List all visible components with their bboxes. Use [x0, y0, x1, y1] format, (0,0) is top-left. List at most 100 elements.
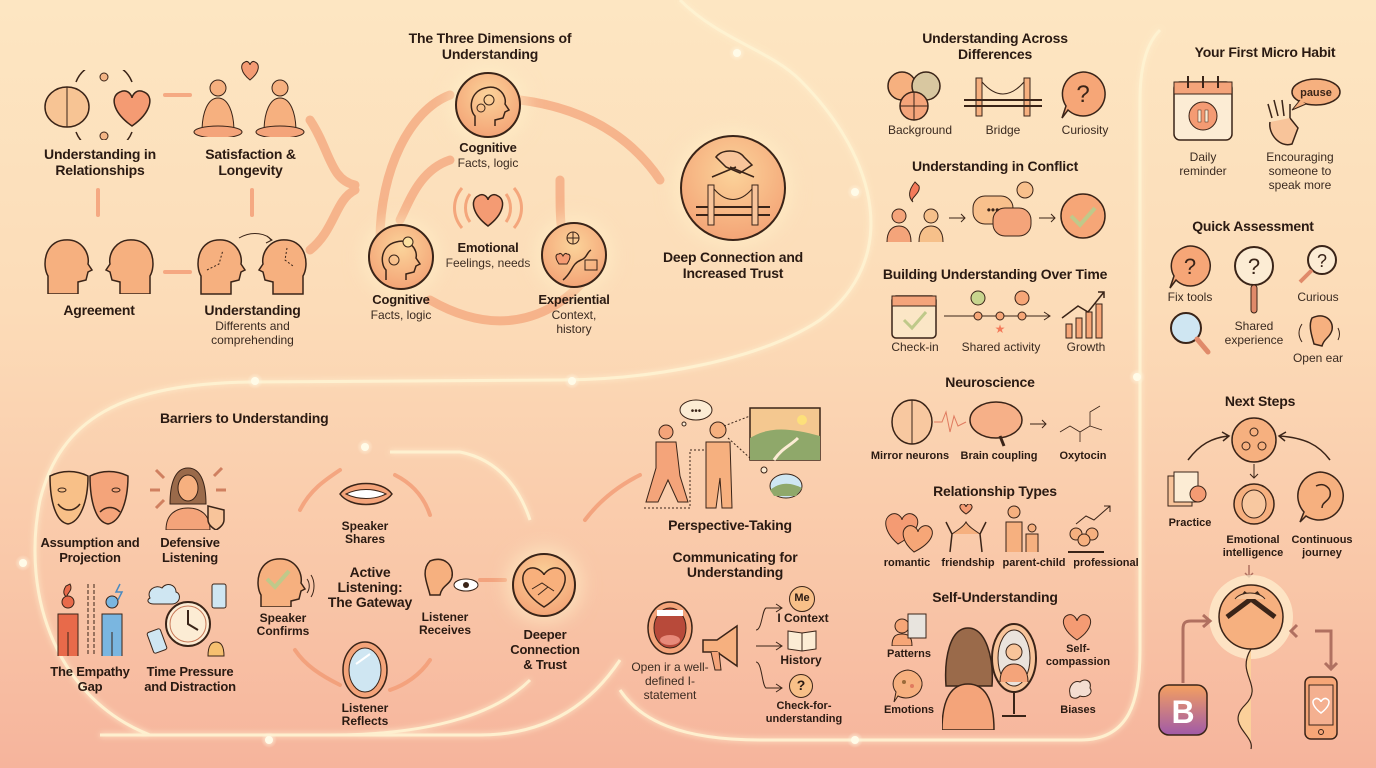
communicating-title: Communicating for Understanding — [672, 549, 798, 580]
relationship-type-item: friendship — [941, 557, 995, 569]
two-heads-agreement-icon — [44, 239, 154, 294]
neuroscience-title: Neuroscience — [945, 374, 1035, 390]
over-time-item: Check-in — [891, 340, 939, 354]
path-node — [1129, 369, 1145, 385]
cognitive-left-sub: Facts, logic — [370, 308, 432, 322]
understanding-in-relationships-label: Understanding in Relationships — [44, 146, 156, 178]
cognitive-left-icon — [368, 224, 434, 290]
emotional-sub: Feelings, needs — [445, 256, 531, 270]
across-differences-item: Curiosity — [1061, 123, 1109, 137]
quick-assessment-title: Quick Assessment — [1192, 218, 1314, 234]
cognitive-top-label: Cognitive — [459, 140, 517, 155]
conflict-title: Understanding in Conflict — [911, 158, 1079, 174]
mirror-icon — [342, 641, 388, 699]
pause-bubble-text: pause — [1300, 87, 1332, 99]
relationship-type-item: professional — [1073, 557, 1139, 569]
svg-text:?: ? — [1184, 254, 1196, 279]
listening-step: Speaker Shares — [341, 519, 389, 546]
open-mouth-icon — [647, 601, 693, 655]
ear-eye-icon — [424, 558, 479, 596]
over-time-item: Shared activity — [961, 340, 1041, 354]
across-differences-title: Understanding Across Differences — [922, 30, 1068, 62]
listening-cycle-bottom — [388, 658, 432, 692]
deep-connection-icon — [680, 135, 786, 241]
emotional-heart-icon — [453, 187, 523, 229]
speaker-confirms-icon — [257, 558, 315, 607]
next-steps-cycle-icon — [1167, 417, 1344, 525]
curiosity-question-icon: ? — [1061, 71, 1106, 119]
understanding-sub-label: Differents and comprehending — [211, 319, 294, 347]
woman-mirror-icon — [942, 623, 1037, 730]
across-differences-item: Bridge — [985, 123, 1021, 137]
conflict-resolution-sequence-icon: ••• — [886, 181, 1106, 243]
branch-arrows — [755, 603, 783, 693]
listening-cycle-left — [293, 648, 342, 687]
hand-pause-bubble-icon: pause — [1267, 78, 1341, 146]
listening-cycle-top — [298, 468, 342, 512]
next-step-item: Continuous journey — [1291, 534, 1353, 559]
neuroscience-icons — [891, 399, 1103, 447]
path-node — [247, 373, 263, 389]
brain-heart-icon — [44, 70, 151, 140]
deeper-connection-label: Deeper Connection & Trust — [510, 627, 580, 672]
two-heads-understanding-icon — [197, 233, 307, 295]
cognitive-left-label: Cognitive — [372, 292, 430, 307]
perspective-taking-label: Perspective-Taking — [668, 517, 792, 533]
dimension-arrow-5 — [515, 95, 665, 185]
path-node — [564, 373, 580, 389]
magnifier-question-icon: ? — [1234, 246, 1274, 314]
me-badge: Me — [789, 586, 815, 612]
next-steps-title: Next Steps — [1224, 393, 1296, 409]
question-icon: ? — [789, 674, 813, 698]
communication-branch: History — [780, 653, 822, 667]
path-node — [847, 184, 863, 200]
theater-masks-icon — [49, 470, 129, 525]
path-node — [847, 732, 863, 748]
across-differences-item: Background — [887, 123, 953, 137]
empathy-gap-icon — [57, 583, 124, 656]
daily-reminder-label: Daily reminder — [1179, 150, 1227, 178]
magnifier-icon — [1170, 312, 1211, 355]
neuroscience-item: Brain coupling — [960, 450, 1038, 462]
background-globe-icon — [887, 71, 941, 121]
svg-text:B: B — [1171, 694, 1194, 730]
self-understanding-item: Emotions — [883, 704, 935, 716]
calendar-pause-icon — [1173, 76, 1233, 141]
self-understanding-item: Self-compassion — [1045, 643, 1111, 668]
time-pressure-icon — [146, 583, 227, 657]
emotional-label: Emotional — [457, 240, 519, 255]
meditating-couple-icon — [193, 60, 305, 137]
listening-step: Speaker Confirms — [256, 611, 310, 638]
self-compassion-heart-icon — [1062, 614, 1092, 641]
timeline-icon: ★ — [891, 290, 1105, 339]
barrier-item: Time Pressure and Distraction — [144, 664, 236, 694]
curious-magnifier-icon: ? — [1298, 245, 1337, 284]
emotions-bubble-icon — [892, 669, 923, 703]
next-step-item: Practice — [1168, 517, 1212, 529]
communication-branch: I Context — [777, 611, 829, 625]
path-node — [15, 555, 31, 571]
micro-habit-title: Your First Micro Habit — [1194, 44, 1336, 60]
path-node — [729, 45, 745, 61]
barrier-item: The Empathy Gap — [50, 664, 130, 694]
understanding-label: Understanding — [204, 302, 301, 318]
patterns-icon — [891, 613, 927, 646]
dimension-arrow-2 — [305, 185, 360, 255]
path-node — [357, 439, 373, 455]
quick-assessment-item: Shared experience — [1224, 319, 1284, 347]
relationship-types-title: Relationship Types — [933, 483, 1057, 499]
encouraging-label: Encouraging someone to speak more — [1266, 150, 1334, 192]
neuroscience-item: Oxytocin — [1059, 450, 1107, 462]
svg-text:?: ? — [1317, 251, 1327, 271]
quick-assessment-item: Open ear — [1292, 351, 1344, 365]
barriers-title: Barriers to Understanding — [160, 410, 329, 426]
barrier-item: Assumption and Projection — [40, 535, 140, 565]
biases-icon — [1069, 679, 1092, 699]
neuroscience-item: Mirror neurons — [870, 450, 950, 462]
perspective-arrow — [583, 473, 642, 522]
open-ear-icon — [1298, 315, 1340, 347]
path-node — [261, 732, 277, 748]
bridge-icon — [964, 77, 1042, 117]
megaphone-icon — [702, 624, 738, 671]
perspective-taking-icon: ••• — [644, 399, 821, 509]
